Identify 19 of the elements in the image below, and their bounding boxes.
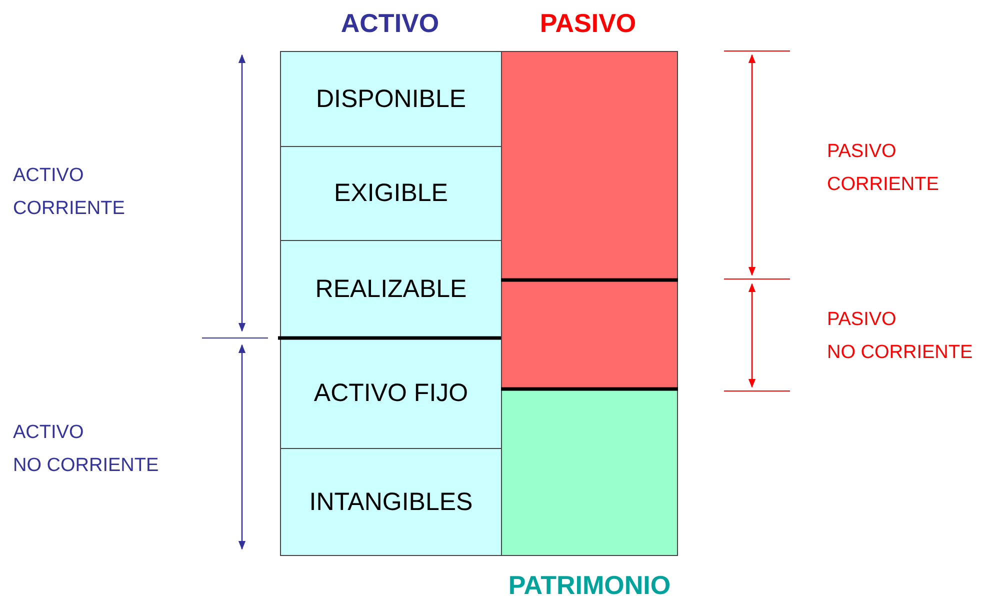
cell-text: DISPONIBLE xyxy=(316,84,466,114)
column-heading: PATRIMONIO xyxy=(508,570,671,596)
empty-box xyxy=(501,280,678,389)
cell-text: ACTIVO FIJO xyxy=(314,379,468,408)
asset-cell xyxy=(280,146,502,241)
section-label: PASIVO NO CORRIENTE xyxy=(827,308,973,365)
asset-cell xyxy=(280,240,502,338)
asset-cell xyxy=(280,51,502,147)
cell-text: EXIGIBLE xyxy=(334,179,448,208)
equity-box xyxy=(501,389,678,556)
asset-cell xyxy=(280,448,502,556)
asset-cell xyxy=(280,338,502,449)
section-label: ACTIVO CORRIENTE xyxy=(13,164,125,221)
cell-text: REALIZABLE xyxy=(315,274,467,304)
column-heading: ACTIVO xyxy=(340,8,440,39)
column-heading: PASIVO xyxy=(540,8,636,39)
section-label: ACTIVO NO CORRIENTE xyxy=(13,421,159,478)
cell-text: INTANGIBLES xyxy=(309,488,473,516)
section-label: PASIVO CORRIENTE xyxy=(827,140,939,197)
